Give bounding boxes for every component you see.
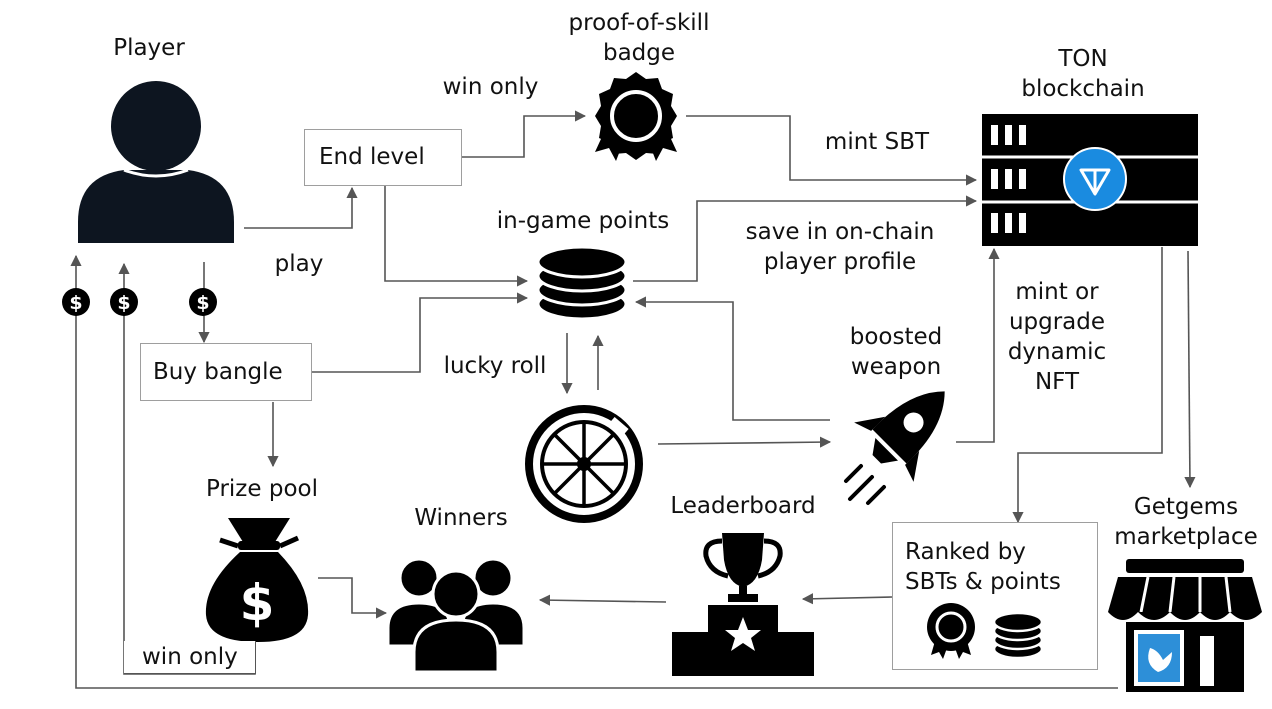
connectors <box>70 110 1196 689</box>
save-profile-line1: save in on-chain <box>745 219 935 245</box>
dollar-icon: $ <box>110 288 138 316</box>
edge-bangle-to-points <box>312 292 529 373</box>
save-profile-label: save in on-chain player profile <box>723 217 957 277</box>
ranked-label-line1: Ranked by <box>905 539 1026 565</box>
ton-label-line1: TON <box>1058 46 1108 72</box>
ranked-label-line2: SBTs & points <box>905 569 1061 595</box>
buy-bangle-label: Buy bangle <box>153 359 283 385</box>
edge-leaderboard-to-winners <box>538 594 667 606</box>
boosted-weapon-line2: weapon <box>850 354 942 380</box>
edge-ton-to-market <box>1184 250 1196 489</box>
dollar-icon: $ <box>189 288 217 316</box>
group-icon <box>386 557 526 674</box>
trophy-podium-icon <box>672 533 814 676</box>
ranked-box: Ranked by SBTs & points <box>892 522 1098 670</box>
player-label: Player <box>113 35 185 61</box>
leaderboard-label: Leaderboard <box>670 493 816 519</box>
ton-label-line2: blockchain <box>1021 76 1145 102</box>
svg-text:$: $ <box>240 574 275 632</box>
getgems-label-line2: marketplace <box>1114 524 1258 550</box>
save-profile-line2: player profile <box>763 249 917 275</box>
play-label: play <box>274 251 324 277</box>
ranked-icons <box>927 603 1044 660</box>
edge-weapon-to-points <box>634 296 830 421</box>
edge-mint-upgrade <box>956 247 1000 443</box>
roulette-wheel-icon <box>525 405 643 523</box>
end-level-label: End level <box>319 144 425 170</box>
winners-label: Winners <box>414 505 508 531</box>
end-level-box: End level <box>304 129 462 186</box>
edge-win-only-badge <box>462 110 587 158</box>
mint-upgrade-line4: NFT <box>1034 369 1080 395</box>
edge-ton-to-ranked <box>1012 247 1163 524</box>
rocket-icon <box>844 391 945 505</box>
mint-upgrade-label: mint or upgrade dynamic NFT <box>996 277 1118 397</box>
mint-upgrade-line2: upgrade <box>1008 309 1106 335</box>
server-rack-icon <box>982 114 1198 246</box>
ton-logo-icon <box>1063 147 1127 211</box>
badge-label-line1: proof-of-skill <box>568 10 710 36</box>
prize-pool-label: Prize pool <box>206 476 318 502</box>
win-only-prize-label: win only <box>142 644 238 670</box>
dollar-icon: $ <box>62 288 90 316</box>
points-label: in-game points <box>496 208 670 234</box>
mint-sbt-label: mint SBT <box>824 129 930 155</box>
mint-upgrade-line3: dynamic <box>1007 339 1107 365</box>
edge-ranked-to-leaderboard <box>801 593 893 605</box>
getgems-label-line1: Getgems <box>1133 494 1239 520</box>
svg-text:$: $ <box>196 292 209 314</box>
coin-stack-icon <box>992 611 1044 660</box>
edge-prize-to-winners <box>318 577 388 619</box>
ton-label: TON blockchain <box>1000 44 1166 104</box>
edge-save-profile <box>633 195 978 282</box>
storefront-icon <box>1108 559 1262 692</box>
win-only-badge-label: win only <box>442 74 539 100</box>
award-badge-icon <box>927 603 975 659</box>
badge-label-line2: badge <box>602 40 676 66</box>
edge-wheel-to-weapon <box>657 436 832 448</box>
mint-upgrade-line1: mint or <box>1015 279 1099 305</box>
edge-market-to-player <box>70 254 1118 689</box>
svg-text:$: $ <box>117 292 130 314</box>
badge-label: proof-of-skill badge <box>545 8 733 68</box>
win-only-prize-box: win only <box>124 641 256 674</box>
money-bag-icon: $ <box>205 518 309 642</box>
buy-bangle-box: Buy bangle <box>140 343 312 401</box>
lucky-roll-label: lucky roll <box>443 353 547 379</box>
boosted-weapon-label: boosted weapon <box>828 322 964 382</box>
coin-stack-icon <box>536 245 628 321</box>
getgems-label: Getgems marketplace <box>1104 492 1268 552</box>
award-badge-icon <box>595 72 677 161</box>
dollar-coins: $ $ $ <box>62 288 217 316</box>
svg-text:$: $ <box>69 292 82 314</box>
edge-play <box>244 186 358 229</box>
edge-end-to-points <box>384 186 529 287</box>
edge-mint-sbt <box>686 115 978 186</box>
boosted-weapon-line1: boosted <box>849 324 943 350</box>
person-icon <box>78 81 234 243</box>
